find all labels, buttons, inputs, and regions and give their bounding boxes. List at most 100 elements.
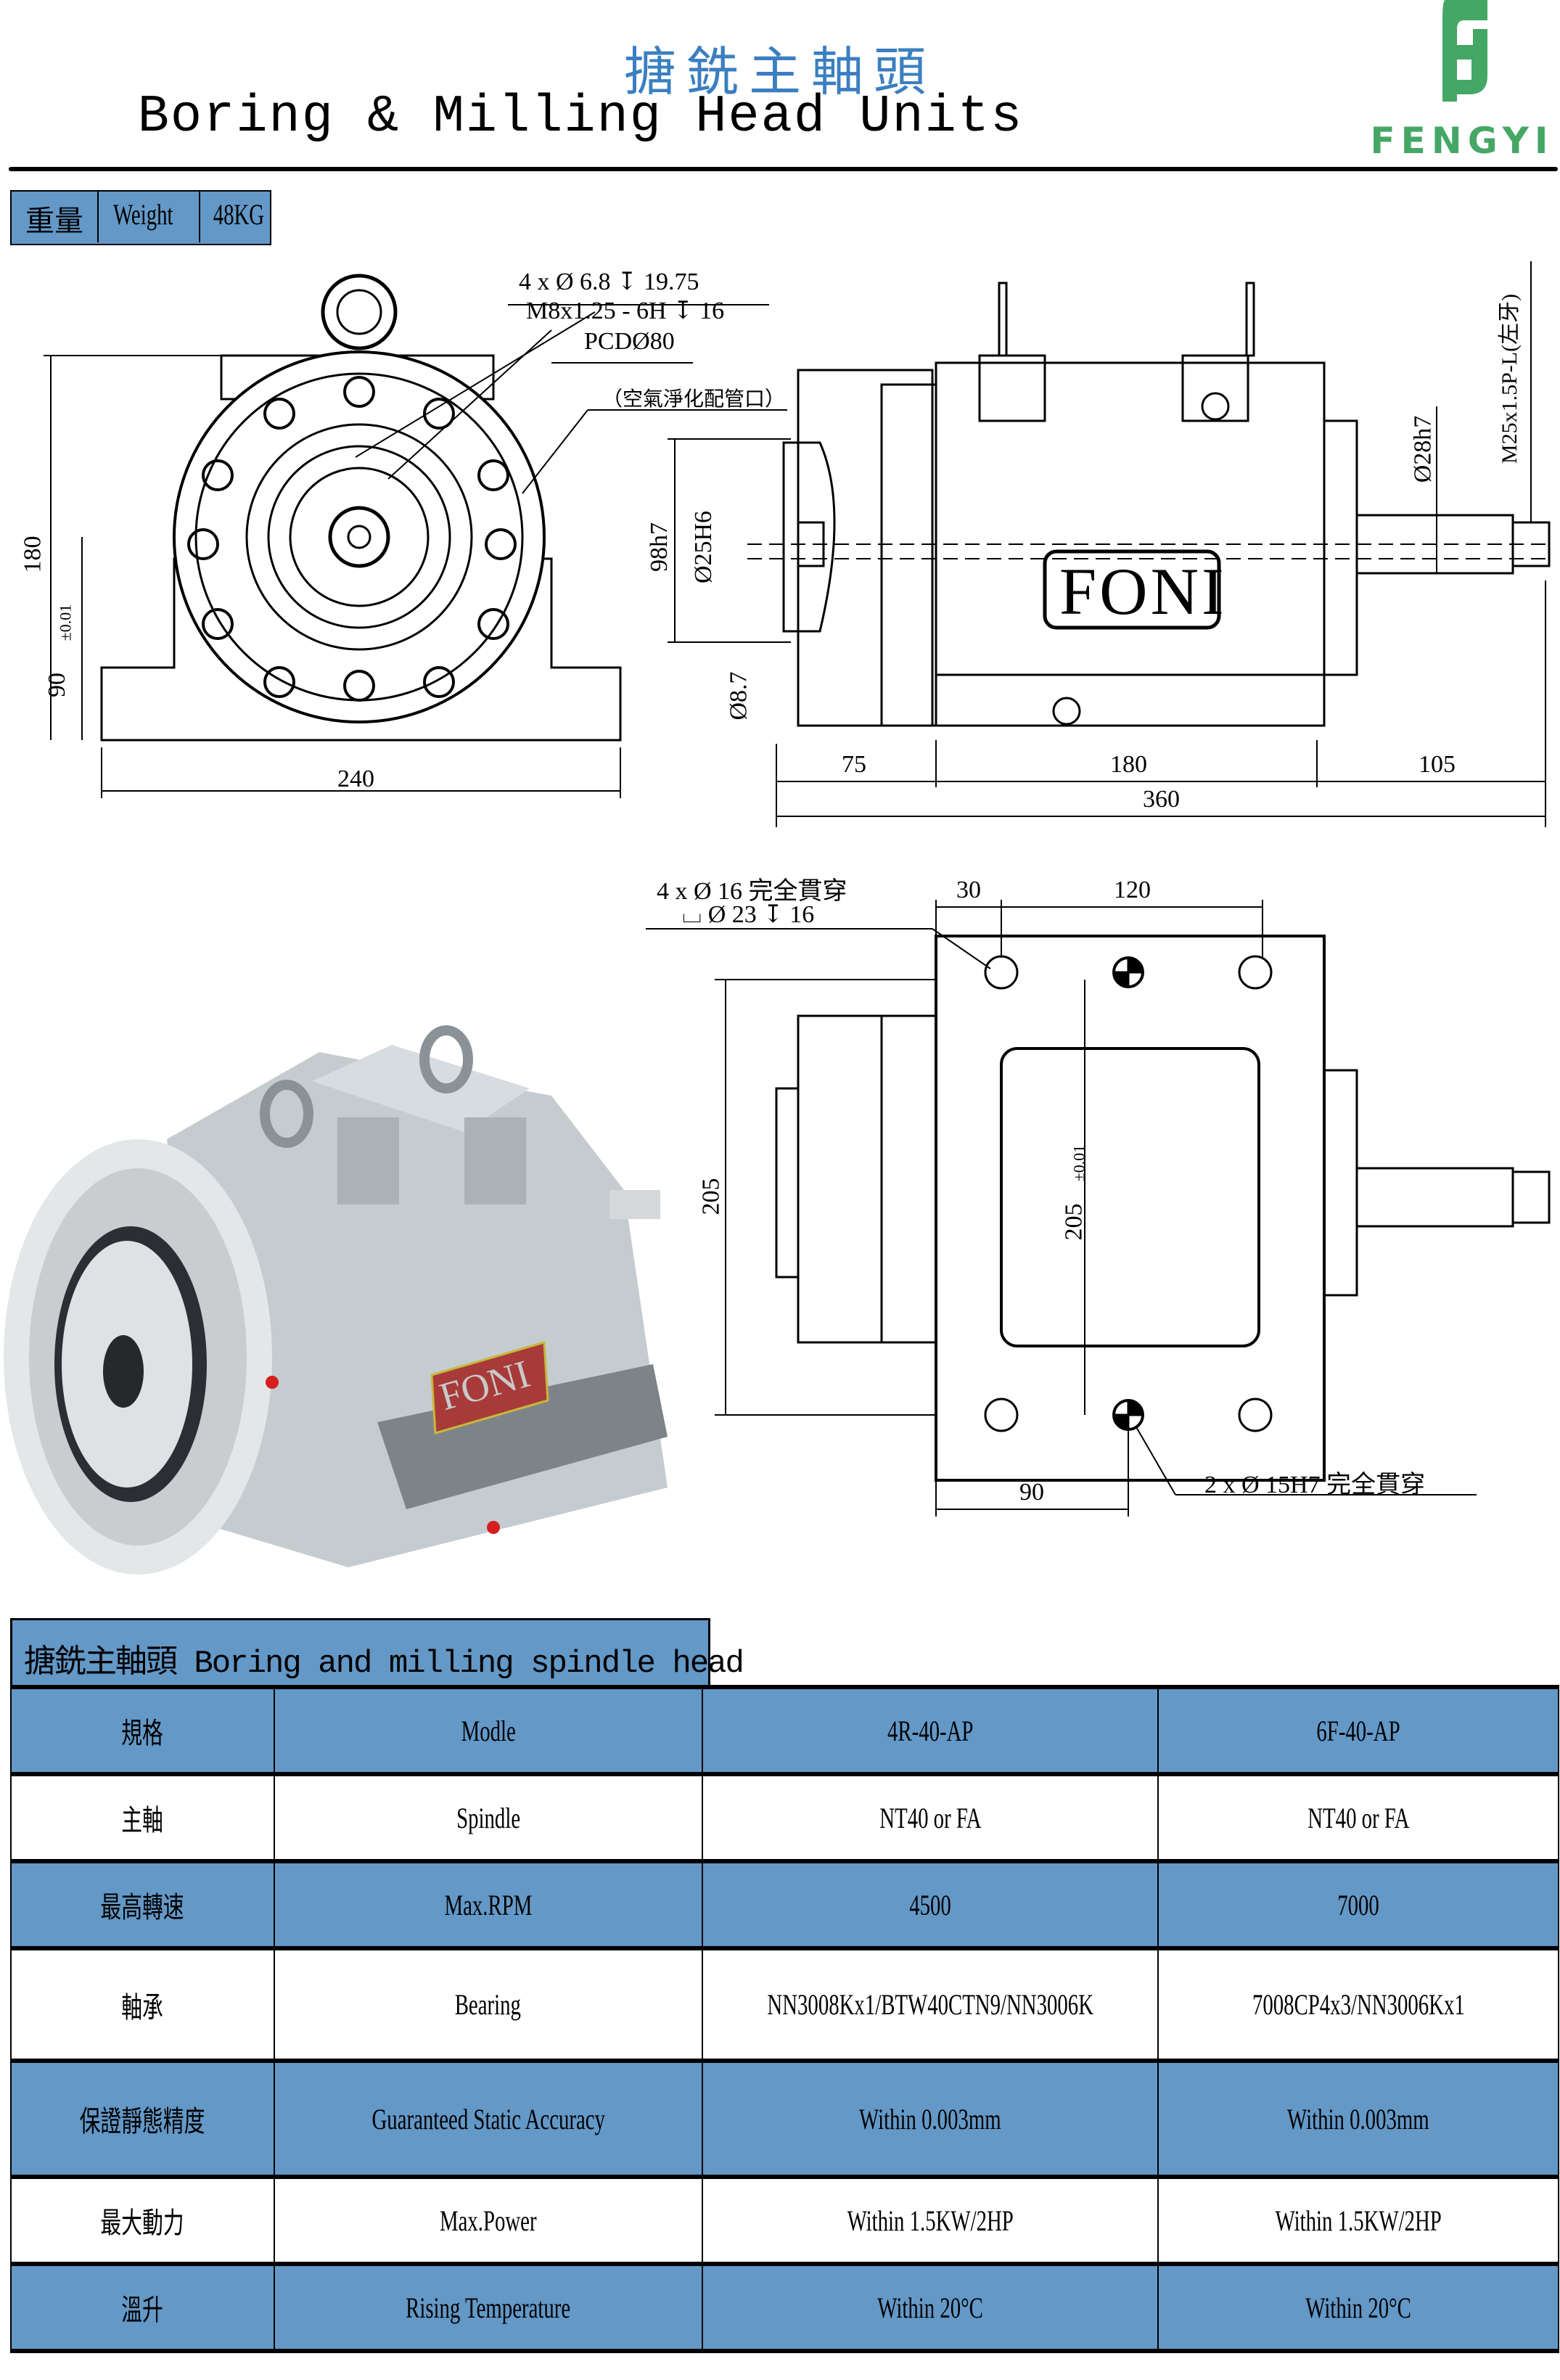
spec-cell-b: Within 0.003mm <box>1157 2059 1559 2177</box>
top-pin-tolerance: ±0.01 <box>1070 1144 1088 1182</box>
spec-cell-a: 4500 <box>701 1859 1159 1948</box>
spec-cell-text: Within 20°C <box>877 2291 983 2324</box>
spec-cell-text: 4R-40-AP <box>887 1714 974 1747</box>
spec-table: 規格 Modle 4R-40-AP 6F-40-AP 主軸 Spindle NT40 or … <box>10 1685 1559 2353</box>
spec-cell-b: 7000 <box>1157 1859 1559 1948</box>
technical-drawing <box>4 261 1553 1575</box>
side-thread-note: M25x1.5P-L(左牙) <box>1498 293 1522 464</box>
spec-cell-text: 7008CP4x3/NN3006Kx1 <box>1252 1988 1465 2021</box>
spec-cell-a: Within 1.5KW/2HP <box>701 2175 1159 2264</box>
top-pin-pitch-dim: 205 <box>1060 1203 1088 1241</box>
spec-cell-text: 最高轉速 <box>100 1891 185 1924</box>
spec-cell-en: Spindle <box>273 1772 703 1861</box>
side-spindle-bore-dim: Ø25H6 <box>690 510 718 584</box>
side-hole-dim: Ø8.7 <box>725 671 752 721</box>
product-render <box>4 1025 668 1575</box>
spec-cell-en: Bearing <box>273 1946 703 2061</box>
spec-cell-text: Bearing <box>455 1988 522 2021</box>
spec-table-title: 搪銑主軸頭 Boring and milling spindle head <box>24 1646 744 1682</box>
spec-cell-b: Within 1.5KW/2HP <box>1157 2175 1559 2264</box>
spec-cell-cn: 規格 <box>10 1685 275 1774</box>
side-brand-plate: FONI <box>1059 554 1227 628</box>
side-view <box>668 261 1553 827</box>
spec-cell-text: Modle <box>461 1714 516 1747</box>
front-height-dim: 180 <box>19 536 46 573</box>
spec-cell-cn: 最高轉速 <box>10 1859 275 1948</box>
spec-cell-text: Within 0.003mm <box>859 2102 1001 2135</box>
spec-row: 最高轉速 Max.RPM 4500 7000 <box>10 1859 1559 1948</box>
top-pin-offset-dim: 90 <box>1019 1479 1044 1506</box>
top-offset-x-dim: 30 <box>956 877 981 903</box>
spec-cell-en: Guaranteed Static Accuracy <box>273 2059 703 2177</box>
page-title-chinese: 搪銑主軸頭 <box>623 41 936 102</box>
front-center-tolerance: ±0.01 <box>56 604 75 641</box>
top-view <box>646 900 1551 1517</box>
spec-cell-text: Spindle <box>456 1801 520 1834</box>
spec-row: 軸承 Bearing NN3008Kx1/BTW40CTN9/NN3006K 7008… <box>10 1946 1559 2061</box>
top-width-dim: 205 <box>697 1178 725 1215</box>
spec-cell-cn: 最大動力 <box>10 2175 275 2264</box>
front-pcd-note: PCDØ80 <box>584 328 675 355</box>
front-air-port-note: （空氣淨化配管口） <box>602 388 786 411</box>
weight-label-en-text: Weight <box>113 198 173 231</box>
weight-badge: 重量 Weight 48KG <box>10 190 271 245</box>
side-len-rear: 105 <box>1419 751 1456 778</box>
spec-cell-en: Max.RPM <box>273 1859 703 1948</box>
weight-value-text: 48KG <box>213 198 265 231</box>
spec-cell-a: Within 0.003mm <box>701 2059 1159 2177</box>
spec-row: 最大動力 Max.Power Within 1.5KW/2HP Within 1.5K… <box>10 2175 1559 2264</box>
top-mount-note-2: ⌴ Ø 23 ↧ 16 <box>682 901 815 928</box>
top-pitch-x-dim: 120 <box>1114 877 1151 903</box>
spec-cell-en: Rising Temperature <box>273 2262 703 2353</box>
spec-cell-b: 6F-40-AP <box>1157 1685 1559 1774</box>
front-view <box>44 274 787 798</box>
front-hole-note-2: M8x1.25 - 6H ↧ 16 <box>526 298 725 324</box>
spec-cell-text: Within 0.003mm <box>1287 2102 1429 2135</box>
spec-row: 規格 Modle 4R-40-AP 6F-40-AP <box>10 1685 1559 1774</box>
fengyi-logo-icon <box>1442 0 1487 102</box>
top-mount-note-1: 4 x Ø 16 完全貫穿 <box>657 878 847 905</box>
spec-cell-text: NT40 or FA <box>879 1801 982 1834</box>
weight-value: 48KG <box>200 192 270 242</box>
spec-cell-text: Within 1.5KW/2HP <box>1275 2204 1442 2237</box>
spec-cell-cn: 溫升 <box>10 2262 275 2353</box>
weight-label-en: Weight <box>99 192 200 242</box>
page-title-english: Boring & Milling Head Units <box>137 87 1024 147</box>
spec-cell-text: NT40 or FA <box>1307 1801 1410 1834</box>
spec-cell-text: NN3008Kx1/BTW40CTN9/NN3006K <box>767 1988 1093 2021</box>
spec-cell-text: 4500 <box>909 1888 951 1921</box>
spec-cell-cn: 保證靜態精度 <box>10 2059 275 2177</box>
side-len-total: 360 <box>1143 786 1180 813</box>
header-divider <box>9 167 1558 171</box>
weight-label-cn: 重量 <box>12 192 99 242</box>
spec-cell-text: 軸承 <box>121 1990 164 2024</box>
spec-row: 主軸 Spindle NT40 or FA NT40 or FA <box>10 1772 1559 1861</box>
spec-cell-text: Within 1.5KW/2HP <box>847 2204 1014 2237</box>
spec-table-title-cell: 搪銑主軸頭 Boring and milling spindle head <box>10 1618 744 1685</box>
spec-cell-text: 最大動力 <box>100 2207 185 2239</box>
spec-cell-en: Max.Power <box>273 2175 703 2264</box>
front-center-height-dim: 90 <box>44 673 70 697</box>
spec-cell-text: Max.Power <box>439 2204 537 2237</box>
spec-row: 保證靜態精度 Guaranteed Static Accuracy Within 0… <box>10 2059 1559 2177</box>
side-shaft-dim: Ø28h7 <box>1409 415 1437 483</box>
spec-cell-a: NT40 or FA <box>701 1772 1159 1861</box>
spec-cell-text: 規格 <box>121 1717 164 1749</box>
spec-cell-text: Max.RPM <box>444 1888 533 1921</box>
spec-cell-b: NT40 or FA <box>1157 1772 1559 1861</box>
spec-cell-text: Guaranteed Static Accuracy <box>371 2102 605 2135</box>
spec-cell-text: 保證靜態精度 <box>80 2105 205 2138</box>
spec-cell-a: Within 20°C <box>701 2262 1159 2353</box>
brand-wordmark: FENGYI <box>1370 120 1554 162</box>
spec-cell-b: 7008CP4x3/NN3006Kx1 <box>1157 1946 1559 2061</box>
front-hole-note-1: 4 x Ø 6.8 ↧ 19.75 <box>519 268 699 295</box>
spec-cell-en: Modle <box>273 1685 703 1774</box>
spec-cell-cn: 軸承 <box>10 1946 275 2061</box>
spec-cell-b: Within 20°C <box>1157 2262 1559 2353</box>
side-bore-dim: 98h7 <box>646 522 673 572</box>
spec-cell-text: Within 20°C <box>1305 2291 1411 2324</box>
front-width-dim: 240 <box>337 766 374 792</box>
side-len-front: 75 <box>842 751 866 778</box>
spec-cell-cn: 主軸 <box>10 1772 275 1861</box>
